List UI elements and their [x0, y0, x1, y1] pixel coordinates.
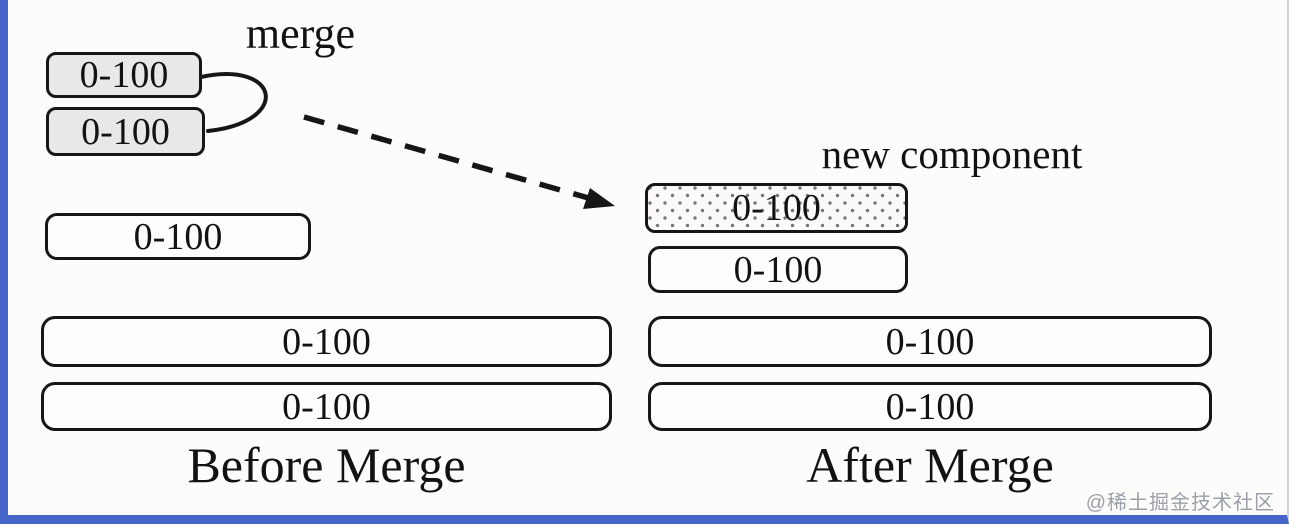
before-medium-box: 0-100 — [45, 213, 311, 260]
box-value: 0-100 — [885, 385, 975, 428]
box-value: 0-100 — [79, 54, 169, 96]
new-component-label: new component — [821, 131, 1083, 177]
after-small-box: 0-100 — [648, 246, 908, 293]
after-new-component-box: 0-100 — [645, 183, 908, 233]
box-value: 0-100 — [732, 187, 821, 229]
after-merge-caption: After Merge — [806, 437, 1054, 493]
box-value: 0-100 — [81, 110, 170, 153]
before-source-box-2: 0-100 — [46, 107, 205, 156]
box-value: 0-100 — [133, 215, 223, 258]
merge-label: merge — [245, 9, 356, 58]
merge-connector-arc — [199, 72, 268, 133]
before-source-box-1: 0-100 — [46, 52, 202, 98]
after-wide-box-2: 0-100 — [648, 382, 1212, 431]
box-value: 0-100 — [282, 385, 371, 428]
before-wide-box-2: 0-100 — [41, 382, 612, 431]
after-wide-box-1: 0-100 — [648, 316, 1212, 367]
box-value: 0-100 — [885, 320, 975, 363]
arrowhead-icon — [583, 188, 615, 209]
merge-dashed-arrow — [303, 114, 593, 202]
box-value: 0-100 — [733, 248, 823, 291]
before-merge-caption: Before Merge — [187, 437, 466, 493]
box-value: 0-100 — [282, 320, 371, 363]
before-wide-box-1: 0-100 — [41, 316, 612, 367]
watermark: @稀土掘金技术社区 — [1085, 492, 1275, 514]
